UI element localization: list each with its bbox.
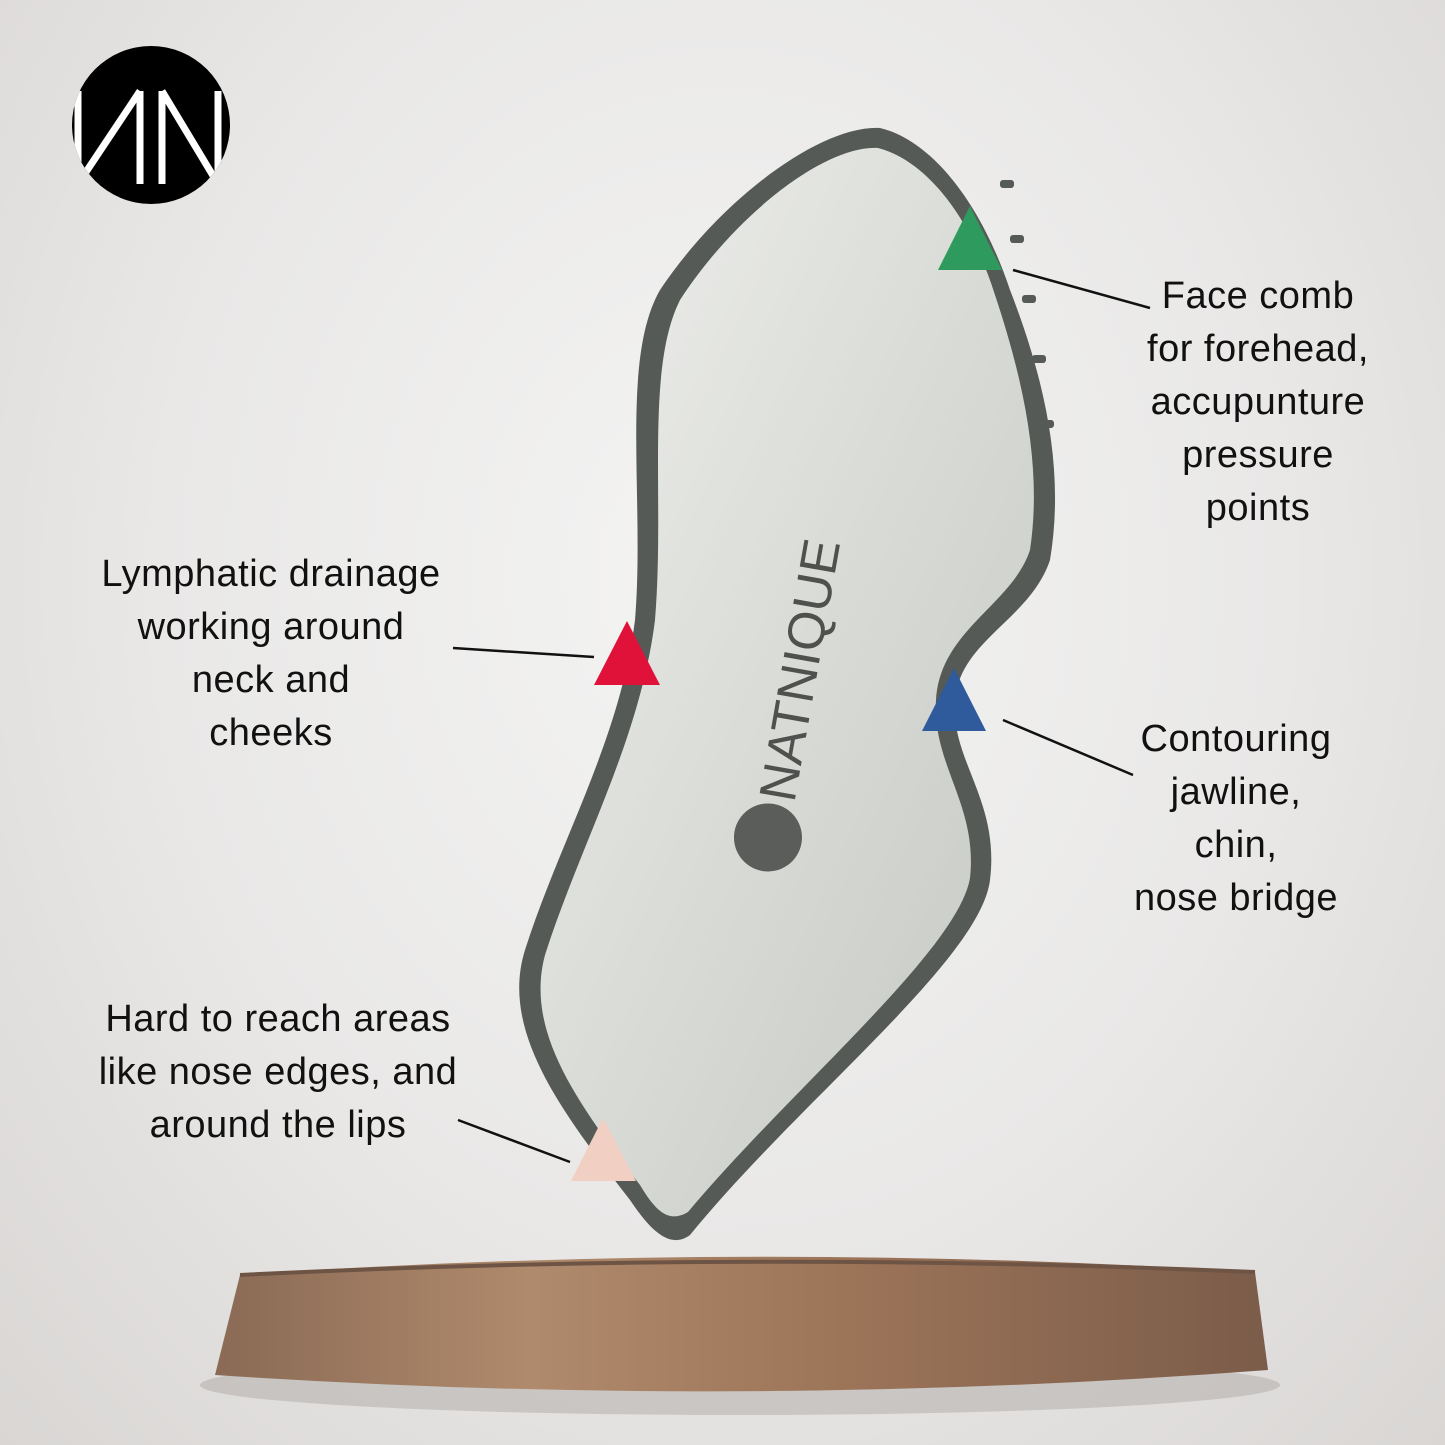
callout-line: for forehead, — [1147, 328, 1369, 370]
hard-to-reach-marker-icon — [571, 1118, 636, 1181]
callout-line: jawline, — [1170, 771, 1302, 813]
face-comb-marker-icon — [938, 206, 1002, 270]
callout-line: Lymphatic drainage — [101, 553, 441, 595]
callout-line: Contouring — [1140, 718, 1332, 760]
contouring-marker-icon — [922, 668, 986, 731]
nn-logo-icon — [74, 89, 222, 186]
callout-line: pressure — [1182, 434, 1334, 476]
callout-line: nose bridge — [1133, 877, 1339, 919]
callout-line: points — [1205, 487, 1311, 529]
engraved-logo-icon — [733, 803, 802, 872]
wood-base — [200, 1256, 1280, 1415]
callout-lymphatic: Lymphatic drainage working around neck a… — [101, 548, 440, 760]
callout-line: Face comb — [1161, 275, 1355, 317]
callout-line: like nose edges, and — [98, 1051, 458, 1093]
callout-line: working around — [137, 606, 405, 648]
callout-line: around the lips — [149, 1104, 407, 1146]
callout-contouring: Contouring jawline, chin, nose bridge — [1134, 713, 1338, 925]
callout-hard-to-reach: Hard to reach areas like nose edges, and… — [99, 993, 458, 1152]
gua-sha-tool: NATNIQUE — [519, 127, 1056, 1241]
brand-logo — [72, 46, 230, 204]
callout-line: cheeks — [209, 712, 333, 754]
callout-line: chin, — [1194, 824, 1278, 866]
callout-lines — [452, 268, 1151, 1164]
callout-face-comb: Face comb for forehead, accupunture pres… — [1147, 270, 1369, 535]
callout-line: neck and — [191, 659, 351, 701]
lymphatic-marker-icon — [594, 621, 660, 685]
callout-line: accupunture — [1150, 381, 1366, 423]
callout-line: Hard to reach areas — [105, 998, 451, 1040]
